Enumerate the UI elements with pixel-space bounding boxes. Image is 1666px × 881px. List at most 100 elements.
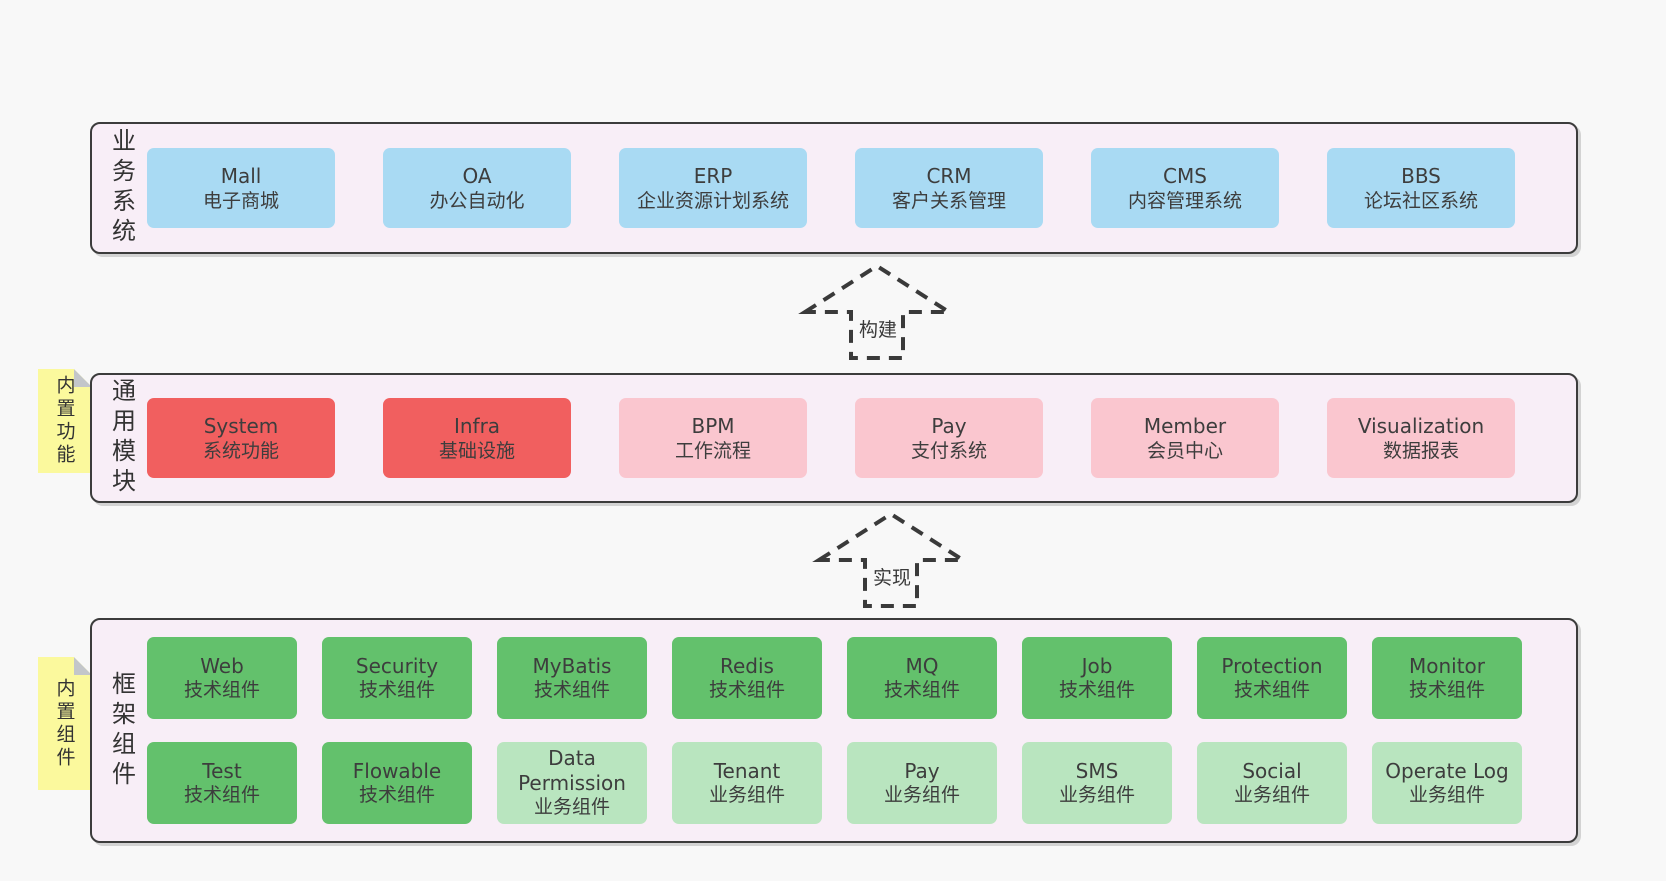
box-bpm: BPM 工作流程 bbox=[619, 398, 807, 478]
box-oa-name: OA bbox=[462, 163, 492, 188]
box-mybatis-desc: 技术组件 bbox=[533, 678, 610, 701]
box-monitor: Monitor 技术组件 bbox=[1372, 637, 1522, 719]
box-crm: CRM 客户关系管理 bbox=[855, 148, 1043, 228]
box-mq-name: MQ bbox=[905, 653, 939, 678]
build-arrow-label: 构建 bbox=[854, 314, 902, 343]
box-member: Member 会员中心 bbox=[1091, 398, 1279, 478]
layer-label-business-systems: 业务系统 bbox=[107, 128, 136, 248]
box-mq: MQ 技术组件 bbox=[847, 637, 997, 719]
box-bbs: BBS 论坛社区系统 bbox=[1327, 148, 1515, 228]
components-box-row-2: Test 技术组件 Flowable 技术组件 Data Permission … bbox=[147, 742, 1576, 824]
box-mq-desc: 技术组件 bbox=[883, 678, 960, 701]
box-operate-log: Operate Log 业务组件 bbox=[1372, 742, 1522, 824]
box-protection: Protection 技术组件 bbox=[1197, 637, 1347, 719]
box-web: Web 技术组件 bbox=[147, 637, 297, 719]
box-pay: Pay 支付系统 bbox=[855, 398, 1043, 478]
box-bbs-name: BBS bbox=[1401, 163, 1441, 188]
box-test-desc: 技术组件 bbox=[183, 783, 260, 806]
box-pay-desc: 支付系统 bbox=[910, 439, 987, 462]
box-erp: ERP 企业资源计划系统 bbox=[619, 148, 807, 228]
box-sms-desc: 业务组件 bbox=[1058, 783, 1135, 806]
box-tenant: Tenant 业务组件 bbox=[672, 742, 822, 824]
box-data-permission-desc: 业务组件 bbox=[533, 796, 610, 819]
components-boxes-area: Web 技术组件 Security 技术组件 MyBatis 技术组件 Redi… bbox=[140, 637, 1576, 824]
box-pay-name: Pay bbox=[931, 413, 967, 438]
box-crm-desc: 客户关系管理 bbox=[891, 189, 1006, 212]
modules-box-row: System 系统功能 Infra 基础设施 BPM 工作流程 Pay 支付系统… bbox=[147, 398, 1576, 478]
components-box-row-1: Web 技术组件 Security 技术组件 MyBatis 技术组件 Redi… bbox=[147, 637, 1576, 719]
box-security: Security 技术组件 bbox=[322, 637, 472, 719]
box-crm-name: CRM bbox=[926, 163, 972, 188]
box-test-name: Test bbox=[202, 758, 242, 783]
box-visualization-desc: 数据报表 bbox=[1382, 439, 1459, 462]
box-monitor-desc: 技术组件 bbox=[1408, 678, 1485, 701]
box-bbs-desc: 论坛社区系统 bbox=[1363, 189, 1478, 212]
box-web-name: Web bbox=[200, 653, 244, 678]
box-infra-name: Infra bbox=[453, 413, 501, 438]
box-job: Job 技术组件 bbox=[1022, 637, 1172, 719]
layer-framework-components: 框架组件 Web 技术组件 Security 技术组件 MyBatis 技术组件… bbox=[90, 618, 1578, 843]
box-cms-name: CMS bbox=[1163, 163, 1207, 188]
sticky-note-builtin-components: 内置组件 bbox=[38, 657, 92, 790]
sticky-builtin-components-text: 内置组件 bbox=[53, 677, 76, 770]
box-visualization-name: Visualization bbox=[1357, 413, 1485, 438]
box-protection-name: Protection bbox=[1221, 653, 1323, 678]
box-sms: SMS 业务组件 bbox=[1022, 742, 1172, 824]
box-mall: Mall 电子商城 bbox=[147, 148, 335, 228]
box-job-desc: 技术组件 bbox=[1058, 678, 1135, 701]
box-member-name: Member bbox=[1143, 413, 1227, 438]
up-arrow-implement-icon bbox=[812, 511, 970, 608]
box-protection-desc: 技术组件 bbox=[1233, 678, 1310, 701]
box-redis: Redis 技术组件 bbox=[672, 637, 822, 719]
box-monitor-name: Monitor bbox=[1408, 653, 1486, 678]
business-boxes-area: Mall 电子商城 OA 办公自动化 ERP 企业资源计划系统 CRM 客户关系… bbox=[140, 148, 1576, 228]
box-test: Test 技术组件 bbox=[147, 742, 297, 824]
box-social-desc: 业务组件 bbox=[1233, 783, 1310, 806]
box-bpm-desc: 工作流程 bbox=[674, 439, 751, 462]
box-data-permission: Data Permission 业务组件 bbox=[497, 742, 647, 824]
sticky-note-builtin-features: 内置功能 bbox=[38, 369, 92, 473]
box-mybatis: MyBatis 技术组件 bbox=[497, 637, 647, 719]
box-erp-desc: 企业资源计划系统 bbox=[636, 189, 789, 212]
box-erp-name: ERP bbox=[693, 163, 733, 188]
box-system-desc: 系统功能 bbox=[202, 439, 279, 462]
box-security-name: Security bbox=[355, 653, 439, 678]
business-box-row: Mall 电子商城 OA 办公自动化 ERP 企业资源计划系统 CRM 客户关系… bbox=[147, 148, 1576, 228]
box-web-desc: 技术组件 bbox=[183, 678, 260, 701]
layer-label-common-modules: 通用模块 bbox=[107, 378, 136, 498]
box-cms-desc: 内容管理系统 bbox=[1127, 189, 1242, 212]
sticky-builtin-features-text: 内置功能 bbox=[53, 375, 76, 467]
box-redis-name: Redis bbox=[720, 653, 774, 678]
modules-boxes-area: System 系统功能 Infra 基础设施 BPM 工作流程 Pay 支付系统… bbox=[140, 398, 1576, 478]
box-tenant-name: Tenant bbox=[713, 758, 781, 783]
box-social-name: Social bbox=[1242, 758, 1302, 783]
box-operate-log-desc: 业务组件 bbox=[1408, 783, 1485, 806]
box-pay-biz: Pay 业务组件 bbox=[847, 742, 997, 824]
layer-label-framework-components: 框架组件 bbox=[107, 670, 136, 791]
box-oa-desc: 办公自动化 bbox=[429, 189, 525, 212]
box-mall-desc: 电子商城 bbox=[202, 189, 279, 212]
box-mall-name: Mall bbox=[220, 163, 262, 188]
box-data-permission-name: Data Permission bbox=[518, 746, 626, 796]
box-redis-desc: 技术组件 bbox=[708, 678, 785, 701]
box-system-name: System bbox=[203, 413, 279, 438]
up-arrow-build-icon bbox=[798, 263, 956, 360]
layer-business-systems: 业务系统 Mall 电子商城 OA 办公自动化 ERP 企业资源计划系统 CRM… bbox=[90, 122, 1578, 254]
box-cms: CMS 内容管理系统 bbox=[1091, 148, 1279, 228]
implement-arrow-label: 实现 bbox=[868, 562, 916, 591]
box-visualization: Visualization 数据报表 bbox=[1327, 398, 1515, 478]
box-oa: OA 办公自动化 bbox=[383, 148, 571, 228]
box-infra: Infra 基础设施 bbox=[383, 398, 571, 478]
box-social: Social 业务组件 bbox=[1197, 742, 1347, 824]
box-mybatis-name: MyBatis bbox=[532, 653, 612, 678]
box-flowable-name: Flowable bbox=[352, 758, 442, 783]
box-job-name: Job bbox=[1081, 653, 1113, 678]
box-security-desc: 技术组件 bbox=[358, 678, 435, 701]
layer-common-modules: 通用模块 System 系统功能 Infra 基础设施 BPM 工作流程 Pay… bbox=[90, 373, 1578, 503]
box-system: System 系统功能 bbox=[147, 398, 335, 478]
box-member-desc: 会员中心 bbox=[1146, 439, 1223, 462]
box-flowable-desc: 技术组件 bbox=[358, 783, 435, 806]
box-sms-name: SMS bbox=[1075, 758, 1119, 783]
box-tenant-desc: 业务组件 bbox=[708, 783, 785, 806]
box-pay-biz-name: Pay bbox=[904, 758, 940, 783]
